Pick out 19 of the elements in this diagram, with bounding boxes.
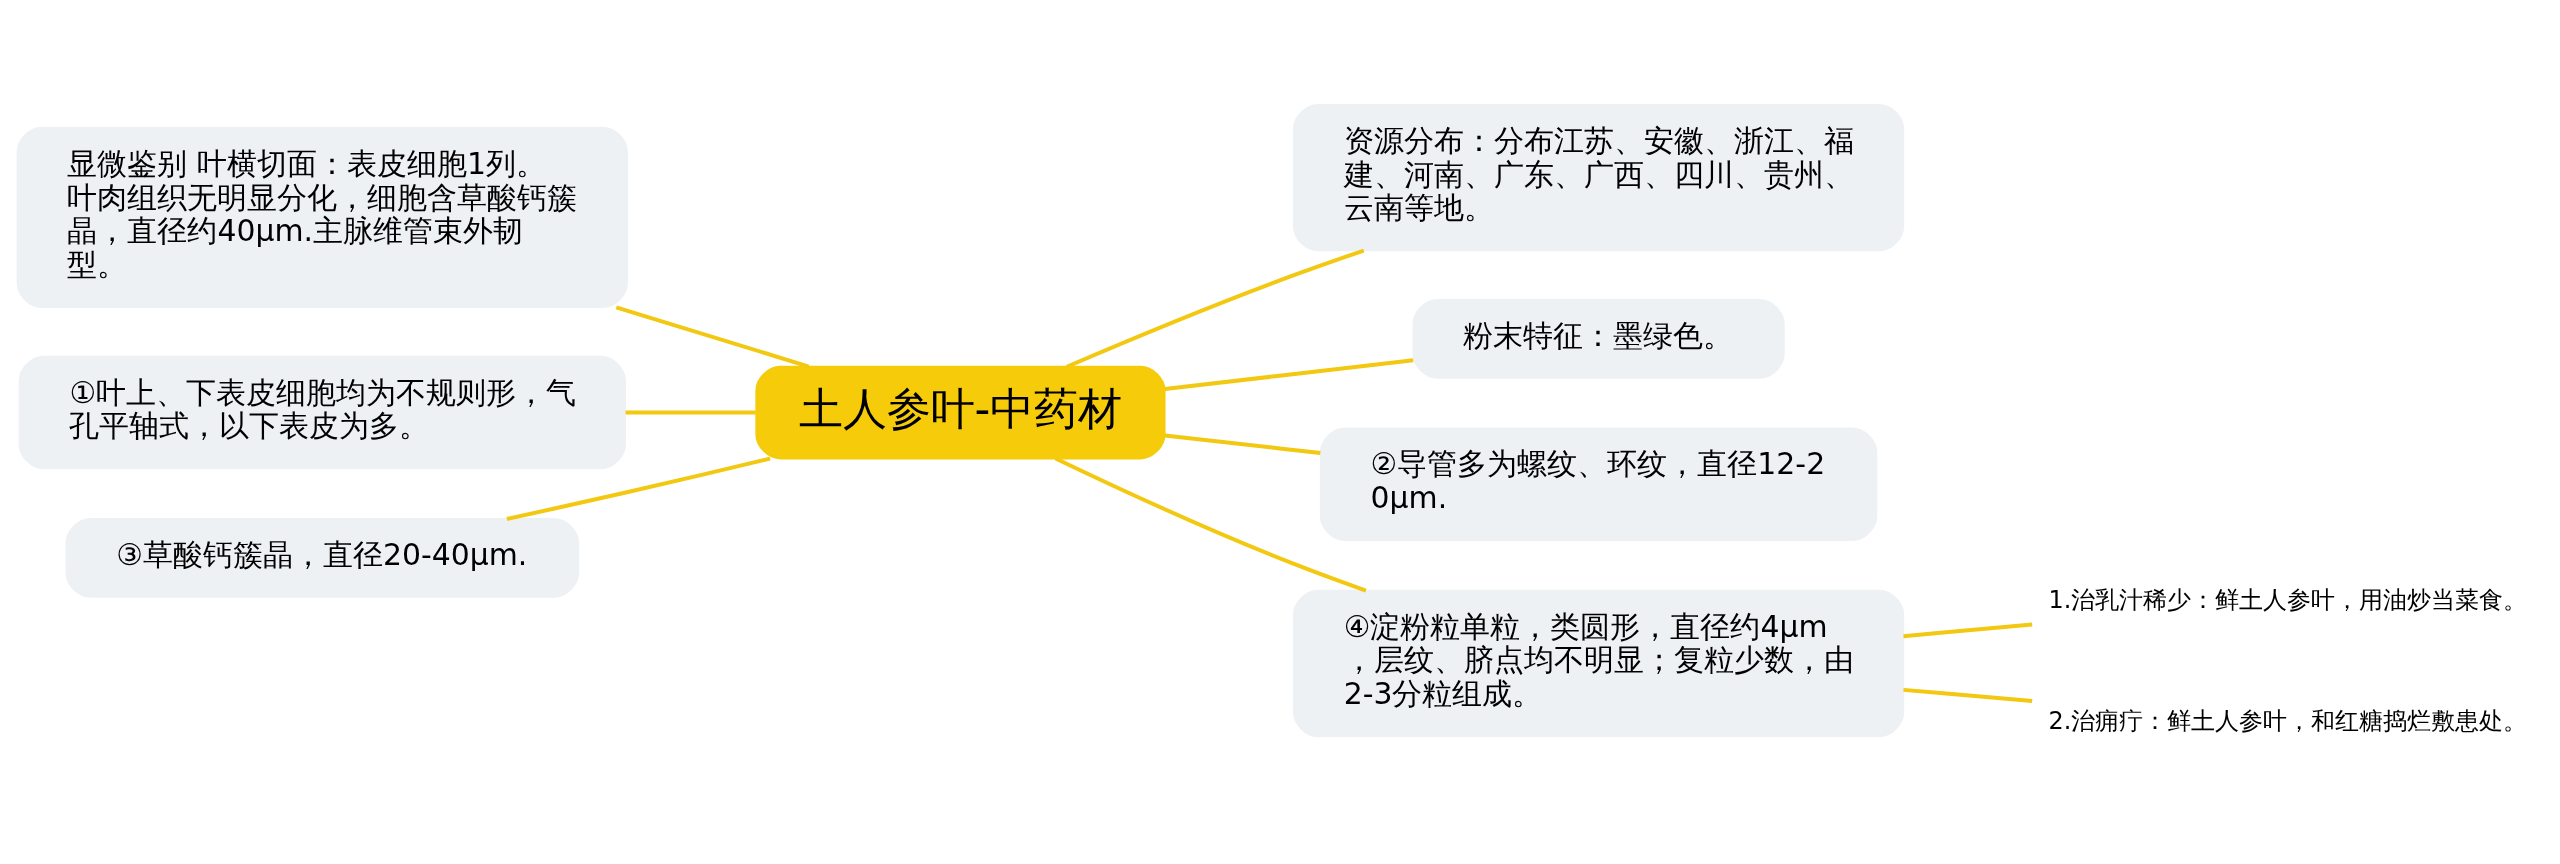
connector <box>615 305 810 369</box>
node-box: 显微鉴别 叶横切面：表皮细胞1列。叶肉组织无明显分化，细胞含草酸钙簇晶，直径约40μm.主脉维管束外韧型。 <box>16 126 628 309</box>
node-box: 粉末特征：墨绿色。 <box>1412 299 1785 379</box>
connector <box>506 456 771 521</box>
node-box: ②导管多为螺纹、环纹，直径12-20μm. <box>1319 427 1878 541</box>
connector <box>1066 248 1365 369</box>
connector <box>1903 687 2033 704</box>
node-box: ①叶上、下表皮细胞均为不规则形，气孔平轴式，以下表皮为多。 <box>18 355 626 470</box>
node-box: 资源分布：分布江苏、安徽、浙江、福建、河南、广东、广西、四川、贵州、云南等地。 <box>1292 103 1905 252</box>
connector <box>1164 358 1414 392</box>
connector <box>1054 456 1367 593</box>
connector <box>1903 622 2033 639</box>
node-text: 1.治乳汁稀少：鲜土人参叶，用油炒当菜食。 <box>2048 585 2528 614</box>
node-box: 土人参叶-中药材 <box>755 365 1166 460</box>
connector <box>625 410 756 415</box>
node-box: ④淀粉粒单粒，类圆形，直径约4μm，层纹、脐点均不明显；复粒少数，由2-3分粒组成。 <box>1292 589 1905 738</box>
node-box: ③草酸钙簇晶，直径20-40μm. <box>65 518 580 598</box>
node-text: 2.治痈疔：鲜土人参叶，和红糖捣烂敷患处。 <box>2048 707 2528 736</box>
connector <box>1164 433 1321 456</box>
